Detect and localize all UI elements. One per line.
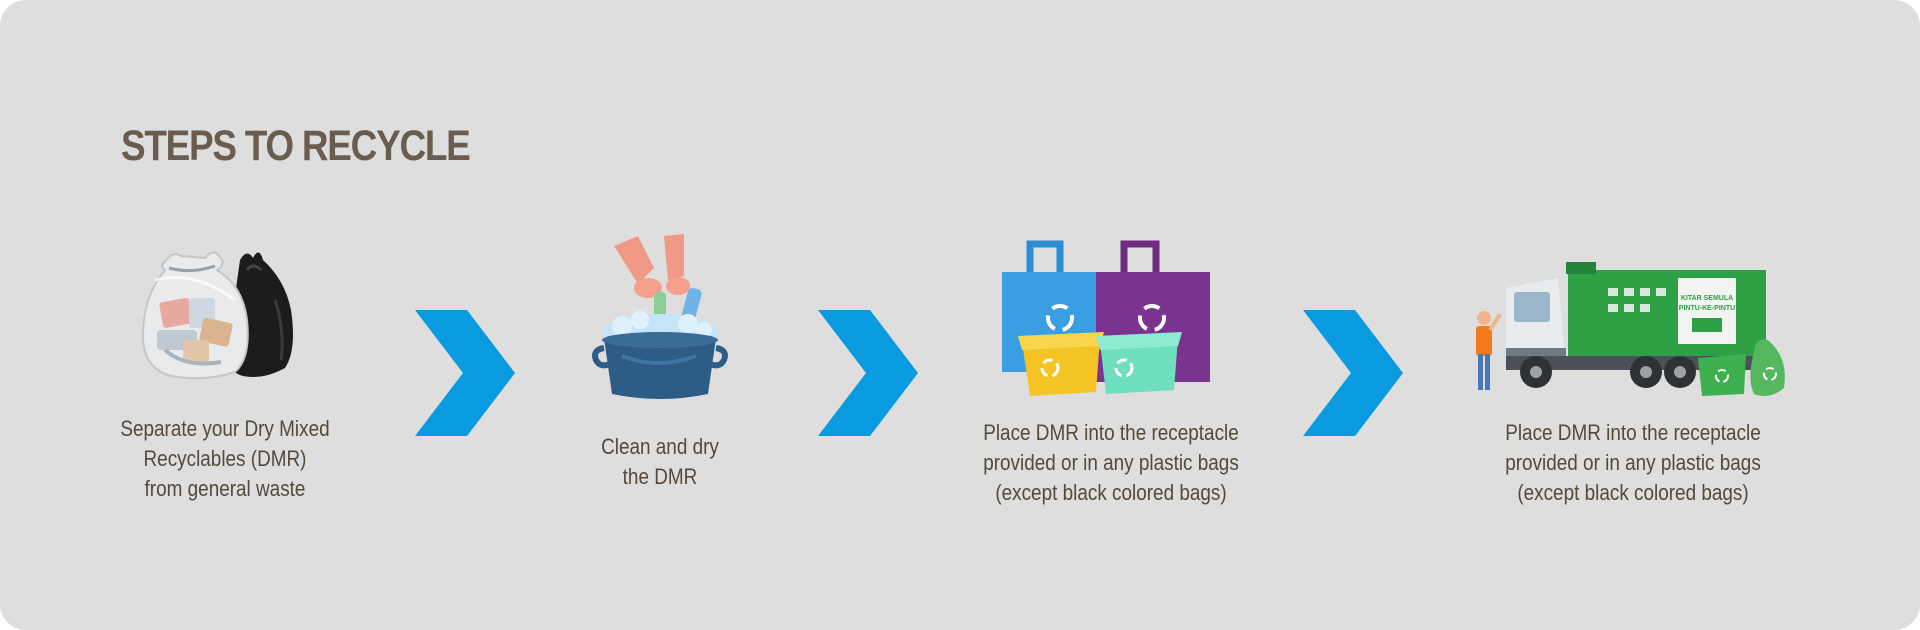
caption-line: provided or in any plastic bags <box>1505 450 1761 475</box>
truck-label-1: KITAR SEMULA <box>1681 295 1733 302</box>
chevron-right-icon <box>415 310 515 436</box>
step-2-caption: Clean and dry the DMR <box>514 432 806 492</box>
caption-line: (except black colored bags) <box>995 480 1227 505</box>
caption-line: Clean and dry <box>601 434 719 459</box>
step-4-caption: Place DMR into the receptacle provided o… <box>1487 418 1779 508</box>
step-1-caption: Separate your Dry Mixed Recyclables (DMR… <box>79 414 371 504</box>
caption-line: from general waste <box>144 476 306 501</box>
chevron-right-icon <box>818 310 918 436</box>
caption-line: Separate your Dry Mixed <box>120 416 330 441</box>
caption-line: (except black colored bags) <box>1517 480 1749 505</box>
garbage-truck-icon: KITAR SEMULA PINTU-KE-PINTU <box>1476 262 1785 396</box>
step-3-caption: Place DMR into the receptacle provided o… <box>965 418 1257 508</box>
page-title: STEPS TO RECYCLE <box>121 122 471 170</box>
caption-line: Place DMR into the receptacle <box>983 420 1239 445</box>
caption-line: the DMR <box>622 464 698 489</box>
garbage-bags-icon <box>141 251 293 380</box>
caption-line: provided or in any plastic bags <box>983 450 1239 475</box>
caption-line: Recyclables (DMR) <box>143 446 307 471</box>
truck-label-2: PINTU-KE-PINTU <box>1679 305 1735 312</box>
caption-line: Place DMR into the receptacle <box>1505 420 1761 445</box>
recycling-bags-and-bins-icon <box>1002 240 1210 396</box>
chevron-right-icon <box>1303 310 1403 436</box>
washing-basin-icon <box>592 234 728 399</box>
